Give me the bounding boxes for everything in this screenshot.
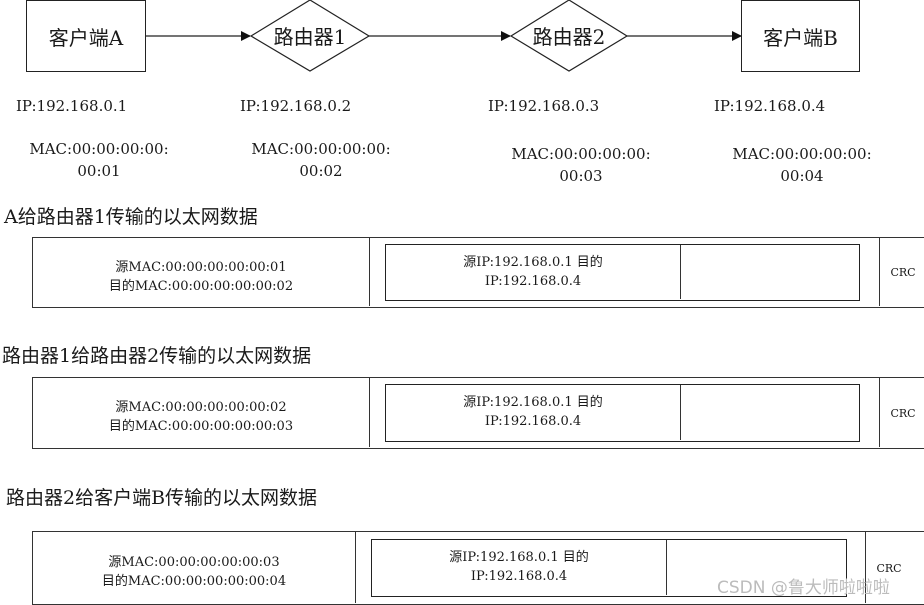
frame-1-crc: CRC (890, 266, 916, 279)
frame-2-src-mac: 源MAC:00:00:00:00:00:02 (115, 400, 287, 415)
frame-1-divider-ip (680, 245, 681, 299)
node-client-b-label: 客户端B (763, 25, 838, 50)
router-1-diamond-shape (249, 0, 371, 72)
router-2-mac-line2: 00:03 (559, 167, 603, 185)
node-router-2: 路由器2 (511, 0, 627, 71)
node-router-1-label: 路由器1 (273, 25, 347, 49)
frame-1-mac-header: 源MAC:00:00:00:00:00:01 目的MAC:00:00:00:00… (33, 258, 369, 296)
router-1-mac-line1: MAC:00:00:00:00: (251, 140, 391, 158)
frame-2-divider-mac (369, 378, 370, 447)
frame-3-divider-mac (355, 532, 356, 603)
client-a-mac-line1: MAC:00:00:00:00: (29, 140, 169, 158)
frame-2-title: 路由器1给路由器2传输的以太网数据 (2, 345, 312, 367)
frame-1-divider-crc (879, 238, 880, 306)
router-2-diamond-shape (509, 0, 629, 72)
frame-1-divider-mac (369, 238, 370, 306)
router-1-mac-line2: 00:02 (299, 162, 343, 180)
frame-3-ip-line2: IP:192.168.0.4 (470, 569, 568, 584)
frame-2-dst-mac: 目的MAC:00:00:00:00:00:03 (108, 419, 294, 434)
frame-1-ip-line2: IP:192.168.0.4 (484, 274, 582, 289)
frame-1-ip-line1: 源IP:192.168.0.1 目的 (463, 255, 603, 270)
frame-3-ip-header: 源IP:192.168.0.1 目的 IP:192.168.0.4 (372, 548, 666, 586)
frame-1-ip-header: 源IP:192.168.0.1 目的 IP:192.168.0.4 (386, 253, 680, 291)
router-2-ip: IP:192.168.0.3 (488, 97, 600, 115)
client-b-mac-line2: 00:04 (780, 167, 824, 185)
frame-3-src-mac: 源MAC:00:00:00:00:00:03 (108, 555, 280, 570)
frame-2-crc: CRC (890, 407, 916, 420)
client-b-ip: IP:192.168.0.4 (714, 97, 826, 115)
node-router-2-label: 路由器2 (532, 25, 606, 49)
frame-2-ip-line2: IP:192.168.0.4 (484, 414, 582, 429)
node-client-a-label: 客户端A (48, 25, 124, 50)
frame-3-divider-crc (865, 532, 866, 603)
frame-3-dst-mac: 目的MAC:00:00:00:00:00:04 (101, 574, 287, 589)
watermark: CSDN @鲁大师啦啦啦 (717, 578, 890, 598)
frame-1: 源MAC:00:00:00:00:00:01 目的MAC:00:00:00:00… (32, 237, 924, 308)
frame-2-divider-crc (879, 378, 880, 447)
node-client-b: 客户端B (741, 0, 860, 72)
frame-3-ip-line1: 源IP:192.168.0.1 目的 (449, 550, 589, 565)
frame-2-ip-header: 源IP:192.168.0.1 目的 IP:192.168.0.4 (386, 393, 680, 431)
router-1-ip: IP:192.168.0.2 (240, 97, 352, 115)
frame-2-divider-ip (680, 385, 681, 440)
client-a-ip: IP:192.168.0.1 (16, 97, 128, 115)
router-2-mac-line1: MAC:00:00:00:00: (511, 145, 651, 163)
frame-3-divider-ip (666, 540, 667, 595)
frame-1-src-mac: 源MAC:00:00:00:00:00:01 (115, 260, 287, 275)
router-1-mac: MAC:00:00:00:00: 00:02 (240, 138, 402, 182)
frame-3-ip-packet: 源IP:192.168.0.1 目的 IP:192.168.0.4 (371, 539, 847, 597)
frame-1-title: A给路由器1传输的以太网数据 (4, 206, 258, 228)
frame-3-title: 路由器2给客户端B传输的以太网数据 (6, 487, 318, 509)
node-router-1: 路由器1 (251, 0, 369, 71)
frame-3: 源MAC:00:00:00:00:00:03 目的MAC:00:00:00:00… (32, 531, 924, 605)
frame-2-mac-header: 源MAC:00:00:00:00:00:02 目的MAC:00:00:00:00… (33, 398, 369, 436)
client-a-mac-line2: 00:01 (77, 162, 121, 180)
client-a-mac: MAC:00:00:00:00: 00:01 (18, 138, 180, 182)
frame-2: 源MAC:00:00:00:00:00:02 目的MAC:00:00:00:00… (32, 377, 924, 449)
frame-1-dst-mac: 目的MAC:00:00:00:00:00:02 (108, 279, 294, 294)
node-client-a: 客户端A (26, 0, 146, 72)
frame-1-ip-packet: 源IP:192.168.0.1 目的 IP:192.168.0.4 (385, 244, 860, 301)
frame-2-ip-line1: 源IP:192.168.0.1 目的 (463, 395, 603, 410)
frame-3-crc: CRC (876, 562, 902, 575)
client-b-mac-line1: MAC:00:00:00:00: (732, 145, 872, 163)
frame-3-mac-header: 源MAC:00:00:00:00:00:03 目的MAC:00:00:00:00… (33, 553, 355, 591)
frame-2-ip-packet: 源IP:192.168.0.1 目的 IP:192.168.0.4 (385, 384, 860, 442)
client-b-mac: MAC:00:00:00:00: 00:04 (721, 143, 883, 187)
router-2-mac: MAC:00:00:00:00: 00:03 (500, 143, 662, 187)
